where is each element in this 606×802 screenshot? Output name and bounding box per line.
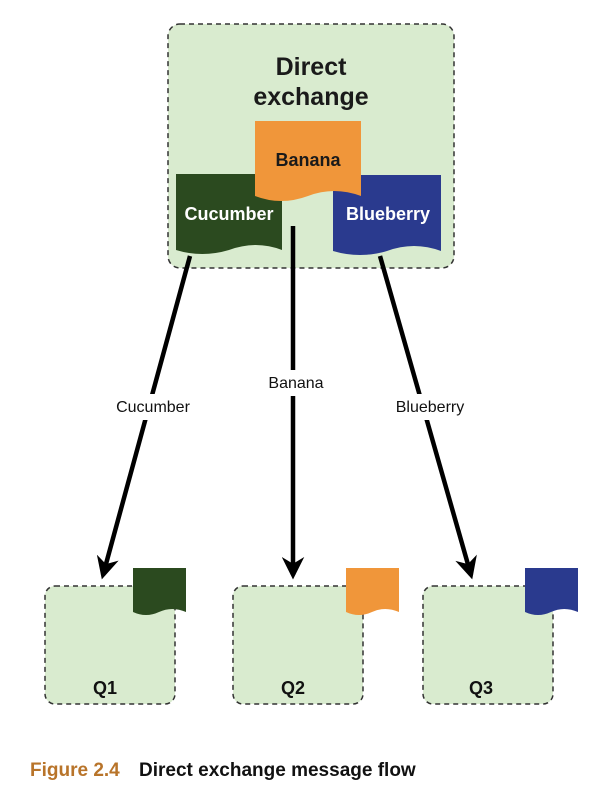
route-label-cucumber: Cucumber xyxy=(116,399,190,416)
queue-label-q2: Q2 xyxy=(281,678,305,698)
queue-message-doc-q2 xyxy=(346,568,399,615)
queue-label-q1: Q1 xyxy=(93,678,117,698)
route-label-bg-blueberry xyxy=(380,394,480,420)
queue-box-q1 xyxy=(44,585,176,705)
queue-message-doc-q1 xyxy=(133,568,186,615)
queue-box-q3 xyxy=(422,585,554,705)
queue-box-q2 xyxy=(232,585,364,705)
queue-message-doc-q3 xyxy=(525,568,578,615)
figure-caption: Figure 2.4 Direct exchange message flow xyxy=(30,760,416,782)
message-label-blueberry: Blueberry xyxy=(346,204,430,224)
message-label-cucumber: Cucumber xyxy=(184,204,273,224)
message-doc-banana xyxy=(255,121,361,201)
exchange-title-line1: Direct xyxy=(275,53,347,81)
figure-number: Figure 2.4 xyxy=(30,760,120,781)
exchange-title-line2: exchange xyxy=(253,83,369,111)
route-label-bg-banana xyxy=(256,370,334,396)
exchange-title: Direct exchange xyxy=(168,52,454,112)
route-label-bg-cucumber xyxy=(100,394,206,420)
route-label-blueberry: Blueberry xyxy=(396,399,464,416)
message-label-banana: Banana xyxy=(275,150,341,170)
route-label-banana: Banana xyxy=(268,375,323,392)
queue-label-q3: Q3 xyxy=(469,678,493,698)
figure-title: Direct exchange message flow xyxy=(139,760,416,781)
